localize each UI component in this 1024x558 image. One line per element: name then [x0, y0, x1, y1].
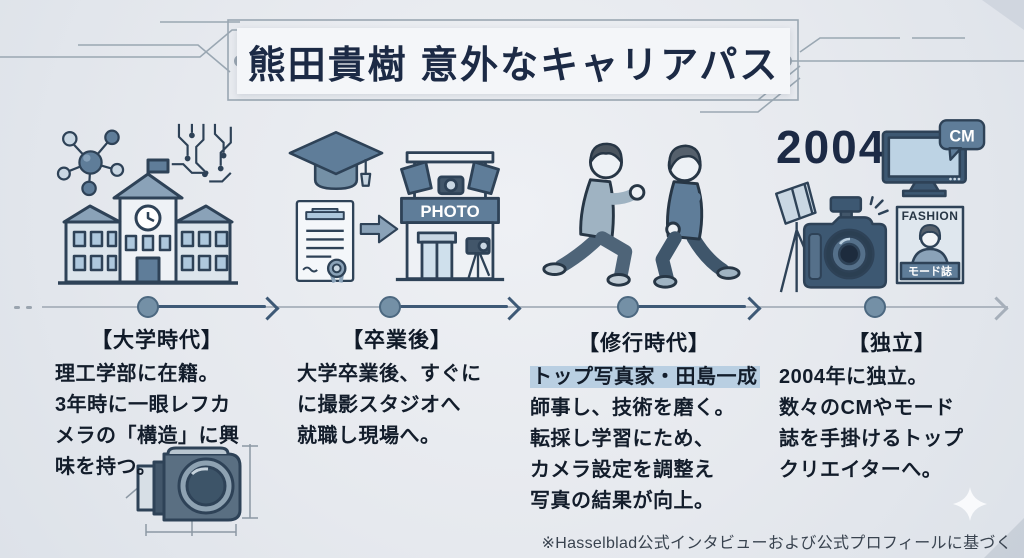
- graduation-cap-icon: [288, 130, 384, 191]
- stage-body: トップ写真家・田島一成 師事し、技術を磨く。 転採し学習にため、 カメラ設定を調…: [530, 366, 760, 512]
- circuit-icon: [171, 123, 232, 183]
- source-footnote: ※Hasselblad公式インタビューおよび公式プロフィールに基づく: [541, 535, 1012, 552]
- dslr-camera-icon: [802, 196, 889, 289]
- timeline-lead-dot: [26, 306, 32, 309]
- photo-studio-icon: PHOTO: [395, 151, 505, 282]
- diploma-icon: [295, 199, 355, 284]
- molecule-icon: [56, 129, 125, 197]
- stage-body: 理工学部に在籍。 3年時に一眼レフカ メラの「構造」に興 味を持つ。: [55, 363, 240, 478]
- stage-body: 2004年に独立。 数々のCMやモード 誌を手掛けるトップ クリエイターへ。: [779, 366, 964, 481]
- stage-heading: 【修行時代】: [578, 332, 710, 355]
- timeline-base-line: [42, 306, 1008, 308]
- stage-body: 大学卒業後、すぐに に撮影スタジオへ 就職し現場へ。: [297, 363, 482, 447]
- timeline-segment: [148, 305, 266, 308]
- photo-sign-label: PHOTO: [420, 202, 479, 221]
- cm-label: CM: [949, 127, 974, 145]
- timeline-node-3: [617, 296, 639, 318]
- fashion-title-label: FASHION: [902, 209, 959, 223]
- timeline-lead-dot: [14, 306, 20, 309]
- mentor-apprentice-icon: [542, 142, 741, 289]
- timeline-segment: [628, 305, 746, 308]
- sparkle-icon: [953, 487, 987, 521]
- mode-magazine-label: モード誌: [908, 264, 952, 278]
- stage-heading: 【独立】: [848, 332, 936, 355]
- title-box: 熊田貴樹 意外なキャリアパス: [237, 28, 790, 94]
- page-title: 熊田貴樹 意外なキャリアパス: [247, 44, 780, 87]
- timeline-node-4: [864, 296, 886, 318]
- cm-bubble-icon: CM: [938, 119, 986, 161]
- stage-heading: 【大学時代】: [91, 329, 223, 352]
- stage-heading: 【卒業後】: [342, 329, 452, 352]
- year-2004-label: 2004: [776, 121, 887, 173]
- highlighted-text: トップ写真家・田島一成: [530, 366, 760, 388]
- timeline-node-2: [379, 296, 401, 318]
- camera-blueprint-icon: [125, 444, 258, 536]
- arrow-right-icon: [359, 214, 399, 244]
- timeline-segment: [390, 305, 508, 308]
- timeline-node-1: [137, 296, 159, 318]
- fashion-magazine-icon: FASHION モード誌: [895, 205, 965, 285]
- school-building-icon: [58, 158, 238, 285]
